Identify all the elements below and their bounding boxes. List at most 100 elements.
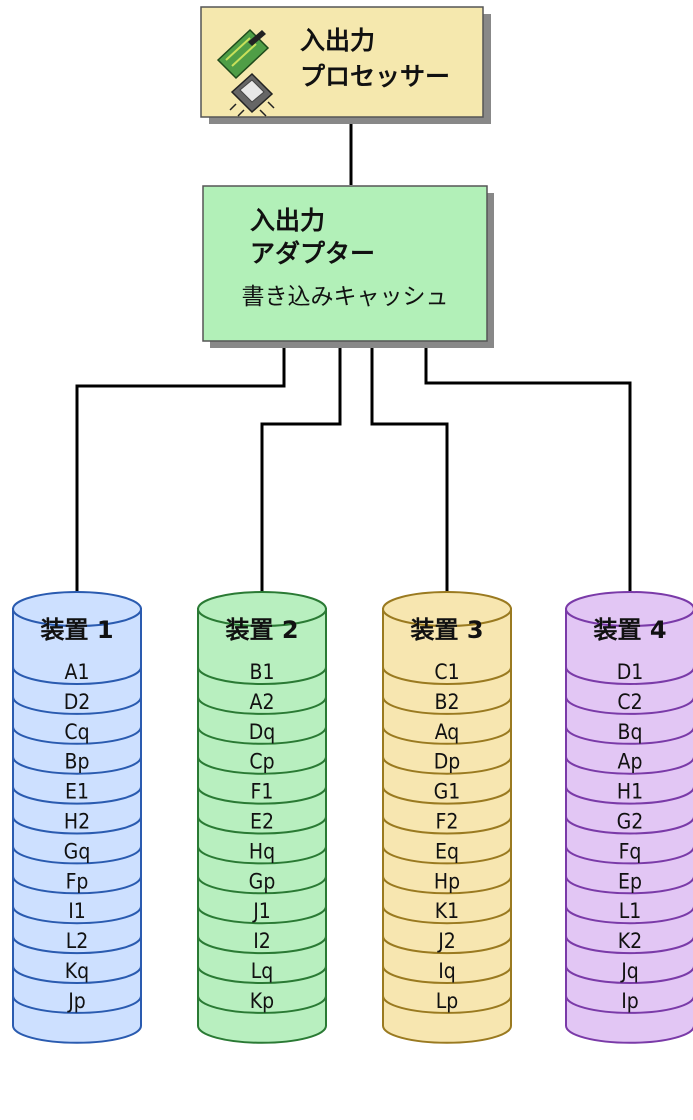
device-slot-label: Lq	[251, 959, 274, 983]
connector-device-2	[260, 343, 342, 592]
device-body	[382, 608, 512, 1044]
disk-separator	[197, 786, 327, 805]
disk-separator	[382, 906, 512, 925]
device-slot-label: K1	[435, 899, 459, 923]
device-top	[12, 591, 142, 627]
disk-separator	[382, 786, 512, 805]
disk-separator	[12, 666, 142, 685]
device-title: 装置 3	[410, 616, 483, 644]
device-top	[197, 591, 327, 627]
device-slot-label: B2	[435, 690, 460, 714]
device-slot-label: Jp	[67, 989, 86, 1013]
disk-separator	[197, 935, 327, 955]
device-slot-label: E1	[65, 780, 89, 804]
disk-separator	[565, 756, 693, 775]
device-slot-label: Iq	[438, 959, 456, 983]
connector-device-4	[424, 343, 632, 592]
disk-separator	[382, 935, 512, 955]
disk-separator	[197, 876, 327, 895]
disk-separator	[12, 696, 142, 715]
adapter-write-cache-label: 書き込みキャッシュ	[242, 284, 449, 310]
device-slot-label: Cp	[249, 750, 274, 774]
disk-separator	[197, 906, 327, 925]
device-slot-label: F2	[436, 810, 459, 834]
disk-separator	[565, 816, 693, 835]
device-slot-label: J1	[252, 899, 271, 923]
adapter-label-line1: 入出力	[250, 206, 325, 235]
device-slot-label: Jq	[620, 959, 639, 983]
device-slot-label: L1	[619, 899, 642, 923]
disk-separator	[12, 756, 142, 775]
disk-separator	[565, 846, 693, 865]
disk-separator	[382, 756, 512, 775]
disk-separator	[12, 816, 142, 835]
device-slot-label: Lp	[436, 989, 459, 1013]
disk-separator	[197, 846, 327, 865]
disk-separator	[12, 935, 142, 955]
device-slot-label: H2	[64, 810, 90, 834]
device-slot-label: C1	[434, 660, 459, 684]
device-body	[197, 608, 327, 1044]
disk-separator	[197, 965, 327, 984]
disk-separator	[565, 786, 693, 805]
device-slot-label: Hq	[249, 839, 275, 863]
device-slot-label: Ip	[621, 989, 639, 1013]
device-slot-label: Fq	[619, 839, 642, 863]
disk-separator	[382, 876, 512, 895]
disk-separator	[382, 666, 512, 685]
io-adapter-fill	[202, 185, 488, 342]
disk-separator	[382, 696, 512, 715]
disk-separator	[565, 726, 693, 745]
device-top	[565, 591, 693, 627]
device-slot-label: Gp	[249, 869, 276, 893]
device-slot-label: Dp	[434, 750, 461, 774]
device-slot-label: Kq	[65, 959, 89, 983]
processor-label-line1: 入出力	[300, 26, 375, 55]
disk-separator	[12, 786, 142, 805]
disk-separator	[197, 995, 327, 1014]
device-slot-label: G1	[434, 780, 461, 804]
device-slot-label: I1	[68, 899, 86, 923]
device-slot-label: A2	[250, 690, 275, 714]
disk-separator	[12, 876, 142, 895]
disk-separator	[382, 816, 512, 835]
disk-separator	[565, 906, 693, 925]
device-slot-label: Hp	[434, 869, 460, 893]
device-slot-label: Aq	[435, 720, 460, 744]
disk-separator	[12, 906, 142, 925]
disk-separator	[197, 816, 327, 835]
device-slot-label: Ep	[618, 869, 642, 893]
disk-separator	[197, 666, 327, 685]
device-slot-label: Kp	[250, 989, 274, 1013]
disk-separator	[565, 876, 693, 895]
processor-label-line2: プロセッサー	[300, 62, 450, 91]
disk-separator	[382, 726, 512, 745]
connectors	[75, 120, 632, 592]
disk-separator	[197, 756, 327, 775]
connector-device-3	[370, 343, 449, 592]
device-slot-label: L2	[66, 929, 89, 953]
device-body	[12, 608, 142, 1044]
device-slot-label: D2	[64, 690, 91, 714]
device-title: 装置 4	[593, 616, 666, 644]
connector-device-1	[75, 343, 286, 592]
device-slot-label: J2	[437, 929, 456, 953]
disk-separator	[12, 846, 142, 865]
device-slot-label: H1	[617, 780, 643, 804]
device-slot-label: D1	[617, 660, 644, 684]
io-processor-box: 入出力 プロセッサー	[200, 6, 491, 124]
device-slot-label: C2	[617, 690, 642, 714]
disk-separator	[382, 965, 512, 984]
disk-separator	[382, 995, 512, 1014]
device-top	[382, 591, 512, 627]
disk-separator	[565, 965, 693, 984]
device-slot-label: F1	[251, 780, 274, 804]
disk-separator	[12, 995, 142, 1014]
device-slot-label: G2	[617, 810, 644, 834]
disk-separator	[565, 696, 693, 715]
